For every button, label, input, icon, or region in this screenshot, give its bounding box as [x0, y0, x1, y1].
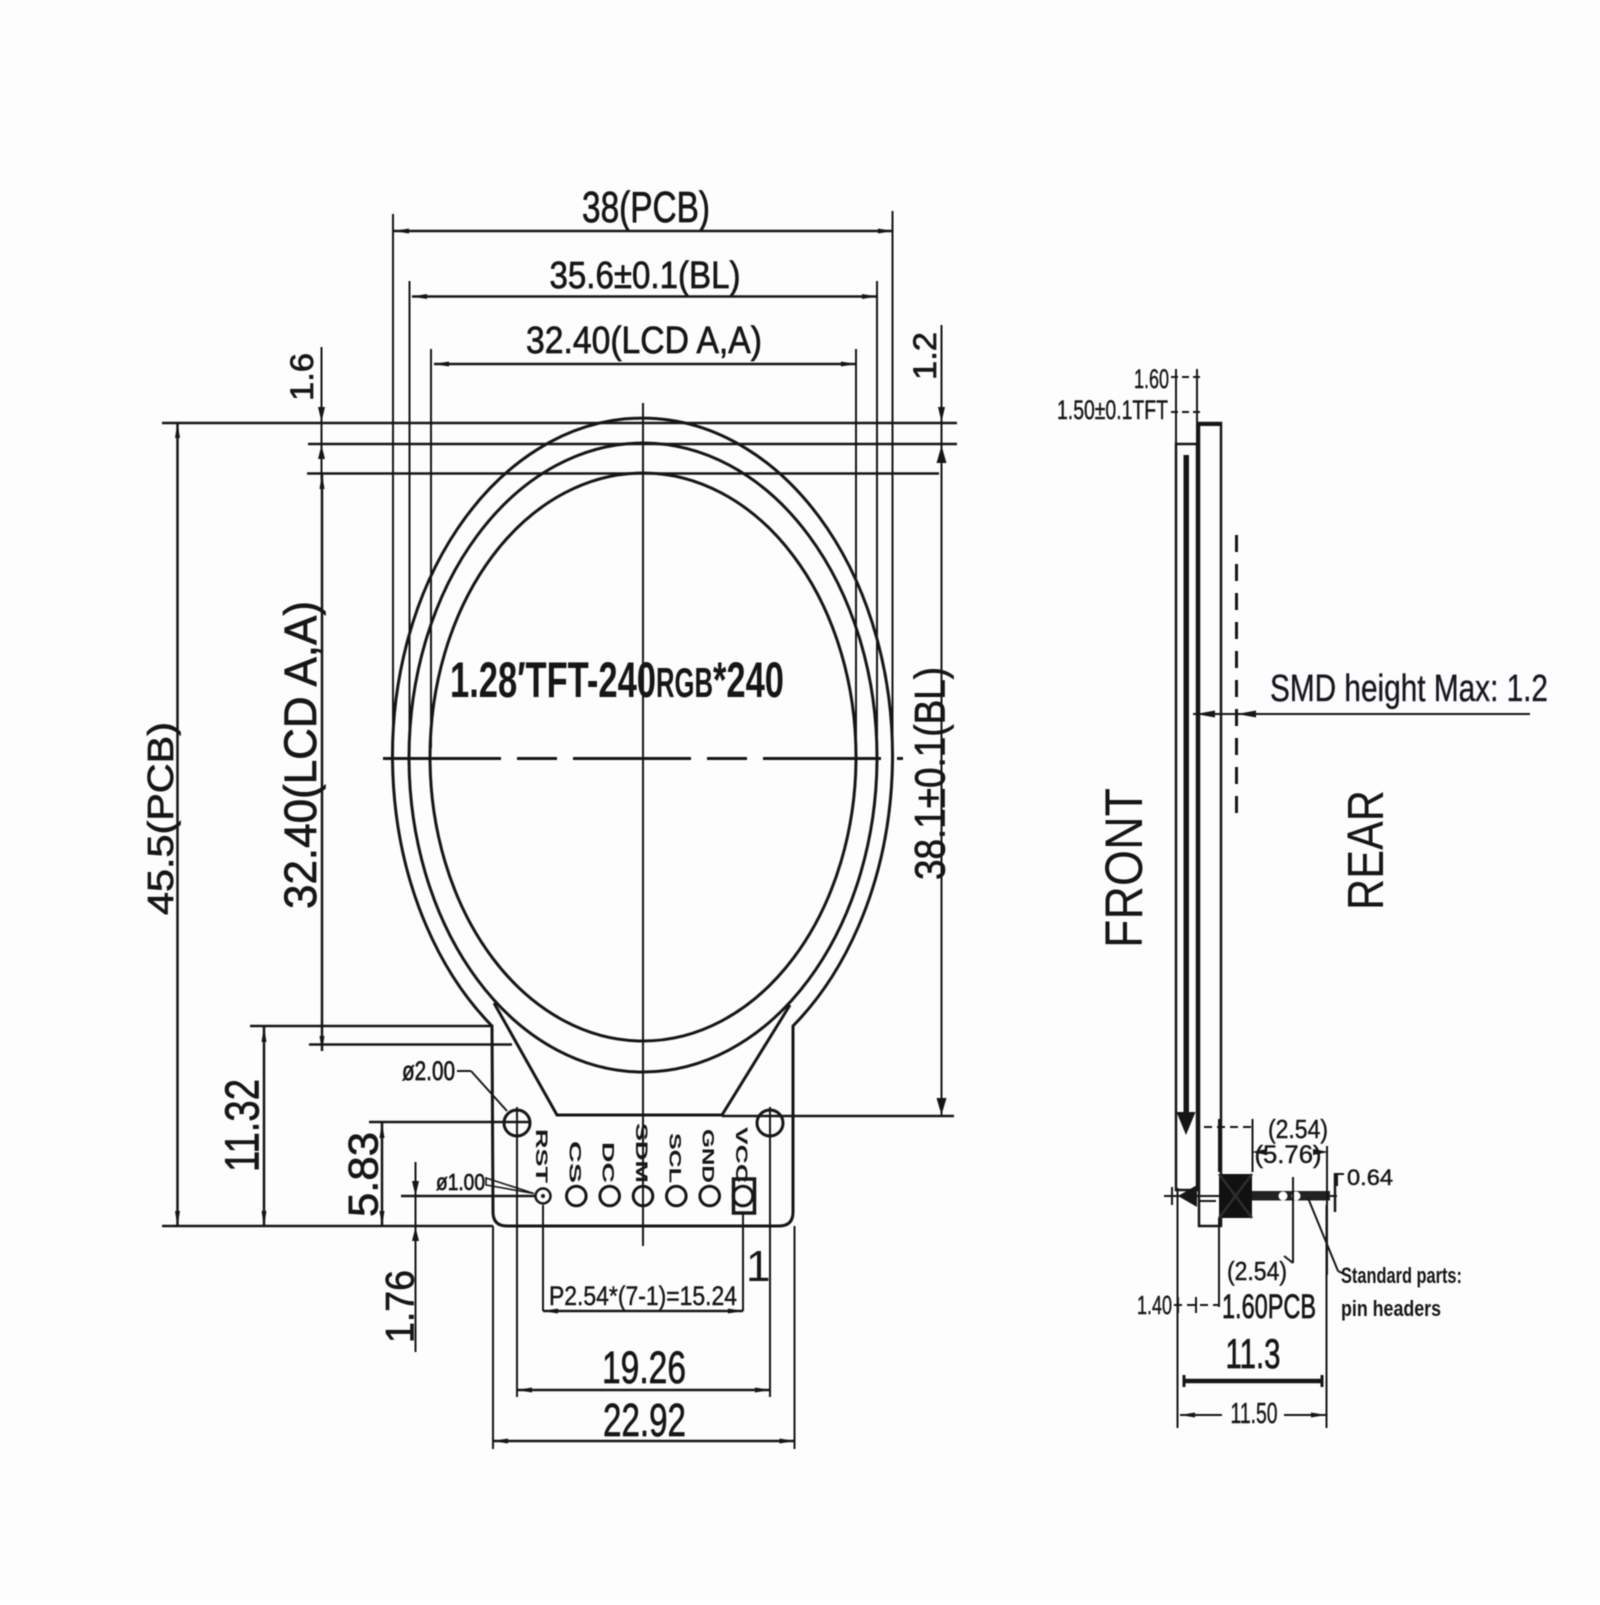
- svg-text:1.60: 1.60: [1134, 364, 1169, 394]
- svg-text:pin headers: pin headers: [1341, 1296, 1441, 1321]
- svg-text:11.3: 11.3: [1226, 1330, 1281, 1377]
- svg-text:ø2.00: ø2.00: [402, 1056, 455, 1086]
- svg-text:RST: RST: [532, 1129, 551, 1184]
- svg-text:DC: DC: [599, 1142, 618, 1183]
- svg-text:CS: CS: [565, 1141, 584, 1183]
- svg-text:1.50±0.1TFT: 1.50±0.1TFT: [1057, 395, 1168, 425]
- svg-text:GND: GND: [699, 1129, 718, 1183]
- svg-text:1.60PCB: 1.60PCB: [1222, 1288, 1316, 1326]
- svg-text:1.6: 1.6: [284, 353, 320, 401]
- svg-text:32.40(LCD A,A): 32.40(LCD A,A): [526, 320, 762, 362]
- svg-text:1.40: 1.40: [1137, 1290, 1172, 1320]
- svg-text:ø1.00: ø1.00: [436, 1169, 485, 1195]
- svg-text:*240: *240: [713, 652, 784, 708]
- svg-text:1.76: 1.76: [379, 1270, 423, 1343]
- svg-text:P2.54*(7-1)=15.24: P2.54*(7-1)=15.24: [549, 1281, 737, 1311]
- svg-text:11.50: 11.50: [1231, 1398, 1278, 1430]
- svg-text:SMD height Max: 1.2: SMD height Max: 1.2: [1270, 668, 1548, 710]
- svg-text:Standard parts:: Standard parts:: [1341, 1263, 1462, 1288]
- svg-text:22.92: 22.92: [603, 1394, 686, 1446]
- svg-text:(2.54): (2.54): [1268, 1114, 1328, 1144]
- svg-text:1: 1: [746, 1242, 770, 1291]
- svg-text:(5.76): (5.76): [1255, 1141, 1322, 1169]
- svg-text:38.1±0.1(BL): 38.1±0.1(BL): [907, 667, 955, 880]
- svg-text:SCL: SCL: [665, 1133, 684, 1183]
- svg-text:SDM: SDM: [632, 1123, 651, 1183]
- svg-text:(2.54): (2.54): [1227, 1256, 1287, 1286]
- svg-text:FRONT: FRONT: [1095, 788, 1154, 948]
- svg-text:VCC: VCC: [732, 1127, 751, 1183]
- svg-text:RGB: RGB: [656, 659, 713, 706]
- svg-text:1.28′TFT-240: 1.28′TFT-240: [450, 652, 656, 708]
- svg-text:REAR: REAR: [1337, 790, 1394, 910]
- svg-text:45.5(PCB): 45.5(PCB): [140, 722, 181, 915]
- svg-text:11.32: 11.32: [217, 1079, 270, 1172]
- svg-text:5.83: 5.83: [340, 1132, 387, 1217]
- svg-text:38(PCB): 38(PCB): [582, 183, 710, 232]
- svg-text:1.2: 1.2: [907, 332, 943, 380]
- svg-text:32.40(LCD A,A): 32.40(LCD A,A): [275, 601, 326, 909]
- svg-text:19.26: 19.26: [602, 1342, 686, 1393]
- svg-text:35.6±0.1(BL): 35.6±0.1(BL): [550, 255, 741, 297]
- svg-text:0.64: 0.64: [1347, 1165, 1393, 1190]
